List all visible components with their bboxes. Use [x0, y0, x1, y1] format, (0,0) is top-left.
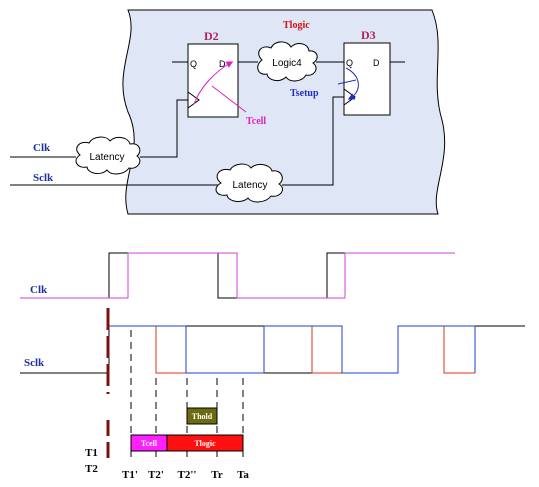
latency-cloud-sclk-shape	[215, 163, 283, 203]
timing-bars: Thold Tcell Tlogic	[130, 407, 244, 452]
tsetup-arc	[345, 67, 359, 100]
tlogic-bar-rect	[166, 434, 244, 452]
marker-label-ta: Ta	[237, 469, 249, 481]
tlogic-label: Tlogic	[283, 20, 310, 31]
flop-d2-pin-q: Q	[190, 59, 197, 69]
sclk-wave-black	[20, 325, 525, 374]
clk-wave-magenta	[20, 252, 455, 299]
tsetup-annotation: Tsetup	[290, 67, 359, 100]
flop-d2-clock-triangle	[187, 91, 200, 109]
clk-input-label: Clk	[33, 142, 51, 154]
panel-background	[122, 9, 446, 215]
sclk-wave-blue	[109, 325, 476, 374]
tlogic-bar-label: Tlogic	[194, 439, 216, 448]
latency-sclk-label: Latency	[232, 180, 267, 191]
sclk-wave-label: Sclk	[24, 357, 45, 369]
thold-bar: Thold	[186, 407, 218, 425]
flop-d3-pin-d: D	[373, 58, 380, 68]
sclk-input-label: Sclk	[33, 172, 54, 184]
marker-label-tr: Tr	[211, 469, 223, 481]
tcell-bar-label: Tcell	[141, 439, 158, 448]
marker-labels: T1' T2' T2'' Tr Ta	[122, 469, 249, 481]
flop-d3-pin-q: Q	[346, 58, 353, 68]
flop-d2-title: D2	[204, 29, 219, 43]
tlogic-bar: Tlogic	[166, 434, 244, 452]
t1-label: T1	[85, 447, 98, 459]
latency-cloud-clk: Latency	[75, 136, 141, 175]
tsetup-label: Tsetup	[290, 88, 319, 99]
tcell-label: Tcell	[246, 116, 266, 127]
flop-d2-pin-d: D	[219, 59, 226, 69]
tsetup-leader	[337, 79, 357, 85]
latency-cloud-sclk: Latency	[215, 163, 283, 203]
thold-bar-rect	[186, 407, 218, 425]
t2-label: T2	[85, 463, 98, 475]
latency-clk-label: Latency	[89, 152, 124, 163]
tcell-annotation: Tcell	[193, 61, 266, 127]
flop-d3-title: D3	[361, 28, 376, 42]
clk-wave-black	[20, 252, 345, 299]
tcell-bar: Tcell	[130, 434, 168, 452]
circuit-panel: Tlogic D2 Q D D3 Q D Logic4 Latency	[10, 9, 446, 215]
sclk-to-d3-wire	[282, 96, 344, 186]
circuit-wires	[10, 61, 405, 186]
flop-d3: D3 Q D	[343, 28, 391, 116]
logic4-cloud: Logic4	[257, 41, 318, 82]
clk-wave-label: Clk	[30, 284, 48, 296]
logic4-cloud-shape	[257, 41, 318, 82]
clk-to-d2-wire	[140, 99, 188, 158]
tcell-arc	[193, 61, 234, 105]
logic4-label: Logic4	[272, 58, 302, 69]
waveforms	[20, 252, 525, 462]
marker-label-t2pp: T2''	[178, 469, 197, 481]
marker-label-t2p: T2'	[148, 469, 164, 481]
latency-cloud-clk-shape	[75, 136, 141, 175]
flop-d2-box	[187, 43, 239, 118]
sclk-wave-red	[109, 325, 475, 374]
tcell-leader	[211, 85, 247, 113]
marker-label-t1p: T1'	[122, 469, 138, 481]
flop-d2: D2 Q D	[187, 29, 239, 118]
flop-d3-box	[343, 42, 391, 116]
thold-bar-label: Thold	[192, 412, 213, 421]
